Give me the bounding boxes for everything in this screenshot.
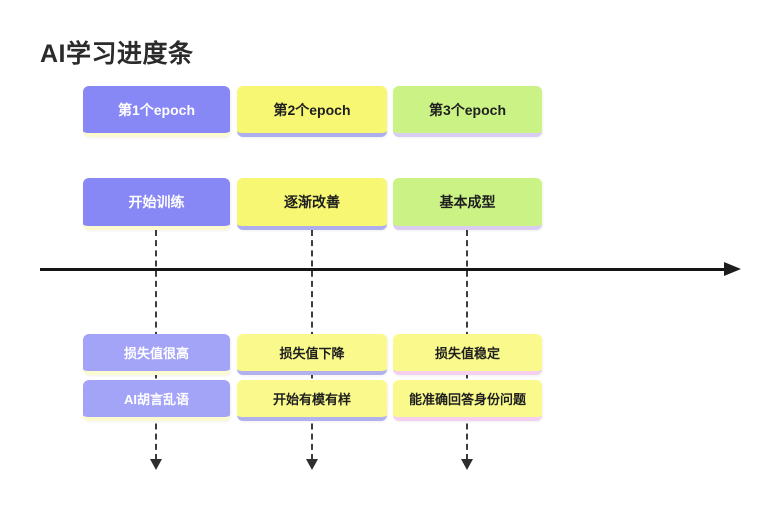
epoch1-label-box: 第1个epoch [83,86,230,137]
epoch3-stage-box: 基本成型 [393,178,542,230]
timeline-arrow-line [40,268,726,271]
timeline-arrowhead-icon [724,262,741,276]
epoch1-behavior-box: AI胡言乱语 [83,380,230,421]
epoch3-label-box: 第3个epoch [393,86,542,137]
column3-down-arrowhead-icon [461,459,473,470]
epoch2-stage-box: 逐渐改善 [237,178,387,230]
page-title: AI学习进度条 [40,40,194,68]
epoch1-stage-box: 开始训练 [83,178,230,230]
epoch3-behavior-box: 能准确回答身份问题 [393,380,542,421]
epoch2-loss-box: 损失值下降 [237,334,387,375]
epoch3-loss-box: 损失值稳定 [393,334,542,375]
epoch1-loss-box: 损失值很高 [83,334,230,375]
epoch2-behavior-box: 开始有模有样 [237,380,387,421]
epoch2-label-box: 第2个epoch [237,86,387,137]
column2-down-arrowhead-icon [306,459,318,470]
column1-down-arrowhead-icon [150,459,162,470]
